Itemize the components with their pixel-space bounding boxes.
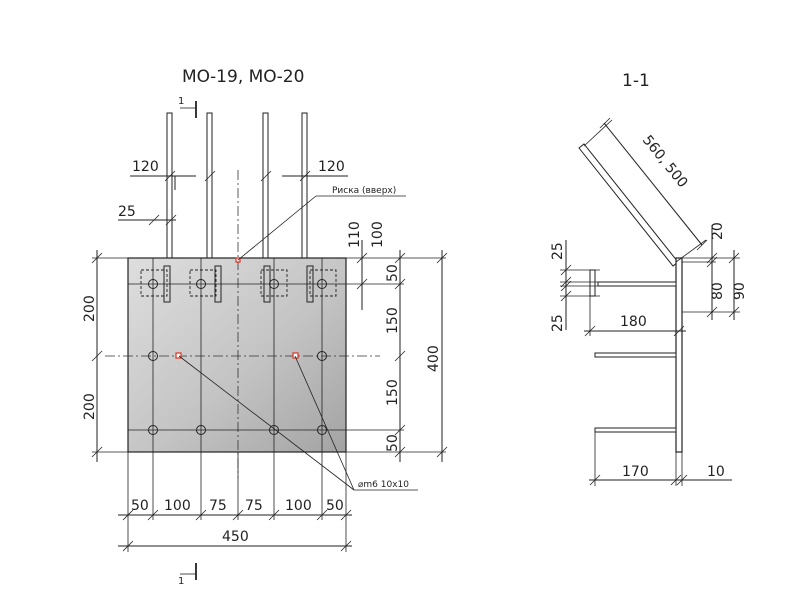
dim-bottom-75-right: 75 <box>245 498 263 514</box>
dim-bottom-50-right: 50 <box>326 498 344 514</box>
dim-right: 110 100 50 150 150 50 400 <box>346 221 448 462</box>
plan-title: МО-19, МО-20 <box>182 67 304 87</box>
dim-10-label: 10 <box>707 464 725 480</box>
horizontal-members <box>589 269 677 433</box>
dim-right-20: 20 <box>710 222 726 240</box>
dim-right-90: 90 <box>732 282 748 300</box>
section-view: 1-1 560, 500 <box>550 71 748 486</box>
callout-hole: ⌀m6 10x10 <box>178 355 418 491</box>
dim-left: 200 200 <box>82 250 128 462</box>
svg-text:1: 1 <box>178 96 184 107</box>
dim-right-100: 100 <box>370 221 386 248</box>
section-plate <box>675 257 683 453</box>
dim-right-150-bottom: 150 <box>385 379 401 406</box>
dim-180: 180 <box>584 296 686 337</box>
dim-section-bottom: 170 10 <box>589 432 732 486</box>
dim-right-80: 80 <box>710 282 726 300</box>
dim-bottom-50-left: 50 <box>131 498 149 514</box>
dim-right-50-bottom: 50 <box>385 434 401 452</box>
callout-marker-label: Риска (вверх) <box>332 186 396 196</box>
dim-right-110: 110 <box>347 221 363 248</box>
dim-section-right: 20 80 90 <box>682 222 748 320</box>
anchor-rods <box>166 112 308 274</box>
dim-bottom-75-left: 75 <box>209 498 227 514</box>
dim-bottom-25: 25 <box>550 314 566 332</box>
bolt-brackets <box>140 265 337 303</box>
callout-marker: Риска (вверх) <box>237 186 406 261</box>
dim-bottom: 50 100 75 75 100 50 450 <box>118 452 352 552</box>
dim-180-label: 180 <box>620 314 647 330</box>
dim-offset-left: 25 <box>118 204 136 220</box>
dim-right-50-top: 50 <box>385 264 401 282</box>
dim-left-upper: 200 <box>82 295 98 322</box>
dim-bottom-total: 450 <box>222 529 249 545</box>
dim-section-left: 25 25 <box>550 240 600 332</box>
dim-top-right: 120 <box>318 159 345 175</box>
callout-hole-label: ⌀m6 10x10 <box>358 480 409 490</box>
svg-text:1: 1 <box>178 576 184 587</box>
dim-top: 120 120 25 <box>118 159 348 226</box>
dim-right-total: 400 <box>426 345 442 372</box>
section-title: 1-1 <box>622 71 650 91</box>
section-mark-bottom: 1 <box>178 563 197 587</box>
dim-diagonal: 560, 500 <box>583 117 708 263</box>
dim-left-lower: 200 <box>82 393 98 420</box>
dim-right-150-top: 150 <box>385 307 401 334</box>
dim-bottom-100-left: 100 <box>164 498 191 514</box>
dim-diag-label: 560, 500 <box>639 132 691 191</box>
dim-bottom-100-right: 100 <box>285 498 312 514</box>
dim-top-left: 120 <box>132 159 159 175</box>
dim-170-label: 170 <box>622 464 649 480</box>
dim-top-25: 25 <box>550 242 566 260</box>
plan-view: МО-19, МО-20 1 <box>82 67 448 587</box>
section-mark-top: 1 <box>178 96 197 118</box>
bolt-holes <box>148 279 327 435</box>
